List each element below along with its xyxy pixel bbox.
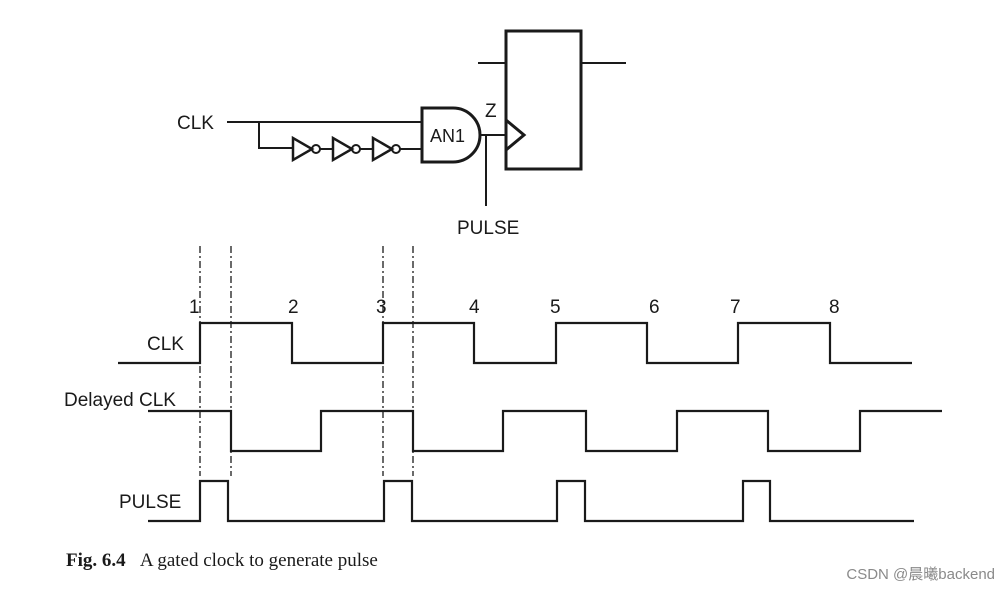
figure-caption-text: A gated clock to generate pulse: [139, 550, 378, 571]
figure-number: Fig. 6.4: [66, 550, 126, 571]
signal-label-clk: CLK: [147, 334, 184, 355]
clk-waveform: [118, 321, 912, 365]
edge-number-2: 2: [288, 297, 299, 318]
and-gate-an1: [420, 106, 482, 164]
watermark: CSDN @晨曦backend: [846, 566, 995, 583]
waveforms: [118, 321, 942, 523]
edge-number-6: 6: [649, 297, 660, 318]
inverter-2: [331, 135, 361, 163]
flip-flop: [504, 29, 583, 171]
signal-label-pulse: PULSE: [119, 492, 181, 513]
output-label: Z: [485, 101, 497, 122]
figure-caption: Fig. 6.4 A gated clock to generate pulse: [66, 550, 378, 572]
pulse-label: PULSE: [457, 218, 519, 239]
edge-number-8: 8: [829, 297, 840, 318]
inverter-1: [291, 135, 321, 163]
edge-number-1: 1: [189, 297, 200, 318]
signal-label-delayed-clk: Delayed CLK: [64, 390, 176, 411]
clock-triangle: [505, 118, 527, 152]
edge-number-7: 7: [730, 297, 741, 318]
clk-branch-wire: [258, 122, 292, 149]
gate-label: AN1: [430, 126, 465, 146]
inverter-3: [371, 135, 401, 163]
edge-number-5: 5: [550, 297, 561, 318]
pulse-waveform: [148, 479, 914, 523]
delayed-clk-waveform: [148, 409, 942, 453]
clk-input-label: CLK: [177, 113, 214, 134]
edge-number-3: 3: [376, 297, 387, 318]
edge-number-4: 4: [469, 297, 480, 318]
edge-numbers: 1 2 3 4 5 6 7 8: [189, 297, 840, 318]
circuit-schematic: [227, 29, 626, 206]
